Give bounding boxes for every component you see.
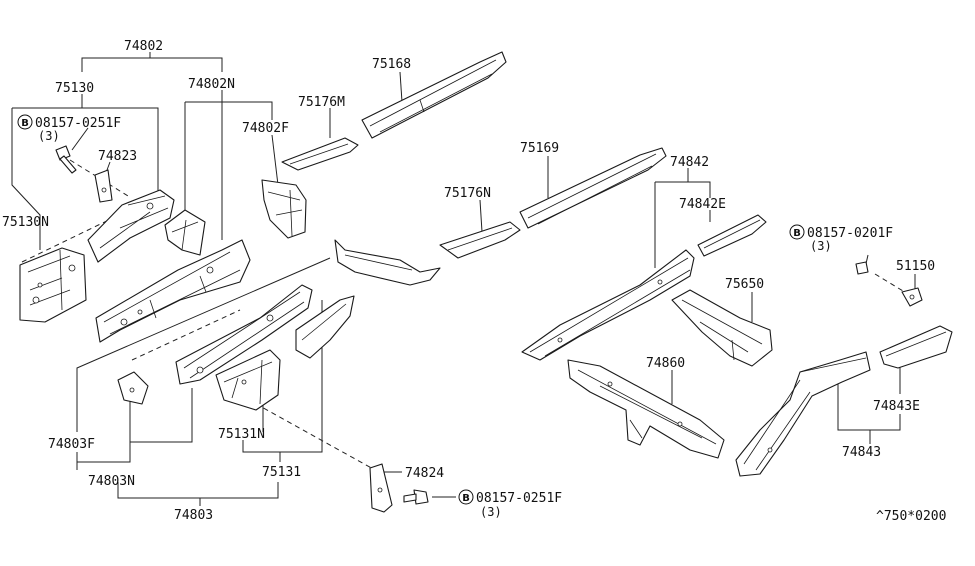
label-75168: 75168 <box>372 57 411 72</box>
bolt-top-left-shape <box>55 145 77 174</box>
part-75168-shape <box>361 51 507 139</box>
part-74843E-shape <box>879 325 953 369</box>
label-74843E: 74843E <box>873 399 920 414</box>
label-75130N: 75130N <box>2 215 49 230</box>
bolt-right-shape <box>855 261 869 275</box>
part-74803-shape <box>334 239 441 286</box>
bolt-part-number: 08157-0251F <box>476 491 562 506</box>
bolt-callout-right: B 08157-0201F (3) <box>789 224 893 253</box>
label-75650: 75650 <box>725 277 764 292</box>
bolt-callout-top-left: B 08157-0251F (3) <box>17 114 121 143</box>
label-74802: 74802 <box>124 39 163 54</box>
label-74842: 74842 <box>670 155 709 170</box>
part-75130-shape <box>87 189 175 263</box>
part-75131N-shape <box>215 349 281 411</box>
part-75169-shape <box>519 147 667 229</box>
label-75176M: 75176M <box>298 95 345 110</box>
bolt-quantity: (3) <box>810 239 832 253</box>
label-74843: 74843 <box>842 445 881 460</box>
bolt-quantity: (3) <box>38 129 60 143</box>
label-75131N: 75131N <box>218 427 265 442</box>
label-74802F: 74802F <box>242 121 289 136</box>
label-75130: 75130 <box>55 81 94 96</box>
part-74803N-shape <box>175 284 313 385</box>
bolt-symbol-circle <box>17 114 33 130</box>
bolt-quantity: (3) <box>480 505 502 519</box>
bolt-symbol-circle <box>458 489 474 505</box>
part-74802-shape <box>95 239 251 343</box>
part-74860-shape <box>567 359 725 459</box>
label-75131: 75131 <box>262 465 301 480</box>
part-74842E-shape <box>697 214 767 257</box>
label-75169: 75169 <box>520 141 559 156</box>
part-74803F-shape <box>117 371 149 405</box>
part-74824-shape <box>369 463 393 513</box>
part-74802N-gusset-shape <box>164 209 206 256</box>
part-74842-shape <box>521 249 695 361</box>
label-74842E: 74842E <box>679 197 726 212</box>
label-74860: 74860 <box>646 356 685 371</box>
bolt-part-number: 08157-0201F <box>807 226 893 241</box>
label-74802N: 74802N <box>188 77 235 92</box>
label-74803N: 74803N <box>88 474 135 489</box>
part-75176M-shape <box>281 137 359 171</box>
bolt-symbol-letter: B <box>462 493 470 504</box>
bolt-symbol-letter: B <box>793 228 801 239</box>
part-74823-shape <box>94 169 113 203</box>
part-74843-shape <box>735 351 871 477</box>
label-74823: 74823 <box>98 149 137 164</box>
label-75176N: 75176N <box>444 186 491 201</box>
part-75130N-shape <box>19 247 87 323</box>
label-74803: 74803 <box>174 508 213 523</box>
bolt-bottom-shape <box>403 489 429 505</box>
part-51150-shape <box>901 287 923 307</box>
part-labels: 74802 75130 74802N 75168 75176M 74802F 7… <box>2 39 935 523</box>
bolt-callout-bottom: B 08157-0251F (3) <box>458 489 562 519</box>
label-51150: 51150 <box>896 259 935 274</box>
bolt-part-number: 08157-0251F <box>35 116 121 131</box>
diagram-reference-code: ^750*0200 <box>876 509 946 524</box>
bolt-symbol-letter: B <box>21 118 29 129</box>
bolt-symbol-circle <box>789 224 805 240</box>
parts-artwork <box>19 51 953 513</box>
label-74824: 74824 <box>405 466 444 481</box>
part-75176N-shape <box>439 221 521 259</box>
part-75650-shape <box>671 289 773 367</box>
part-75131-shape <box>295 295 355 359</box>
part-74802F-shape <box>261 179 307 239</box>
label-74803F: 74803F <box>48 437 95 452</box>
